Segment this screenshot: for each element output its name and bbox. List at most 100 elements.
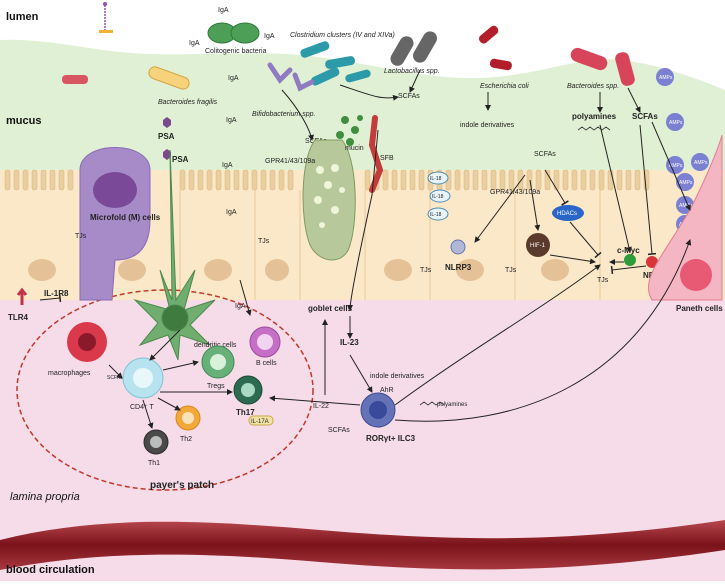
colitogenic-bacteria-icon [207,22,260,44]
iga-label-7: IgA [226,117,237,124]
amps-label-5: AMPs [679,180,693,186]
tlr4-icon [16,287,28,305]
amps-cluster [656,68,709,233]
il23-label: IL-23 [340,338,359,347]
ahr-label: AhR [380,387,394,394]
iga-label-4: IgA [228,75,239,82]
sfb-label: SFB [380,155,394,162]
psa-hex-2 [163,149,171,160]
microvilli [4,169,650,191]
indole-derivatives-lower-label: indole derivatives [370,373,425,380]
amps-label-1: AMPs [659,75,673,81]
goblet-label: goblet cells [308,304,353,313]
iga-label-6: IgA [226,209,237,216]
colitogenic-label: Colitogenic bacteria [205,48,267,55]
il18-label-1: IL-18 [430,176,442,182]
paneth-nucleus [680,259,712,291]
il18-cluster [427,171,451,221]
tjs-label-2: TJs [258,238,270,245]
cd4-nucleus [133,368,153,388]
clostridium-icon [300,41,371,86]
bacteroides-fragilis-icon [148,66,190,90]
macrophages-label: macrophages [48,370,91,377]
nlrp3-label: NLRP3 [445,263,472,272]
th1-nucleus [150,436,162,448]
bifidobacterium-label: Bifidobacterium spp. [252,111,315,118]
bcell-nucleus [257,334,273,350]
hdacs-label: HDACs [557,211,577,217]
escherichia-label: Escherichia coli [480,83,529,90]
mucus-layer [0,39,725,175]
dendritic-label: dendritic cells [194,342,237,349]
lps-icon [99,2,113,33]
lamina-propria-label: lamina propria [10,491,80,503]
ilc3-nucleus [369,401,387,419]
red-bacterium-icon [62,75,88,84]
iga-label-8: IgA [235,303,246,310]
cmyc-node [624,254,636,266]
amps-label-2: AMPs [669,120,683,126]
iga-label-5: IgA [222,162,233,169]
gpr-label-2: GPR41/43/109a [490,189,540,196]
goblet-vesicles [314,164,345,228]
polyamines-top-label: polyamines [572,112,617,121]
il17a-label: IL-17A [251,419,269,425]
cell-nuclei [28,259,569,281]
sfb-icon [368,115,384,193]
mucin-label: mucin [345,145,364,152]
th17-label: Th17 [236,408,255,417]
gpr-label-1: GPR41/43/109a [265,158,315,165]
bcells-label: B cells [256,360,277,367]
bacteroides-spp-icon [570,47,635,86]
lumen-label: lumen [6,11,39,23]
il1r8-label: IL-1R8 [44,289,69,298]
tregs-nucleus [210,354,226,370]
iga-label-2: IgA [189,40,200,47]
indole-derivatives-top-label: indole derivatives [460,122,515,129]
th17-nucleus [241,383,255,397]
scfas-top-label: SCFAs [398,93,420,100]
hif1-node [526,233,550,257]
payers-patch-boundary [16,289,314,491]
macrophage-cell [67,322,107,362]
scfas-epi-label: SCFAs [534,151,556,158]
bifidobacterium-icon [267,62,315,92]
tjs-label-4: TJs [505,267,517,274]
mucus-label: mucus [6,115,41,127]
tjs-label-5: TJs [597,277,609,284]
tregs-label: Tregs [207,383,225,390]
il18-label-3: IL-18 [430,212,442,218]
th1-label: Th1 [148,460,160,467]
il18-label-2: IL-18 [432,194,444,200]
nfkb-node [646,256,658,268]
psa-label-1: PSA [158,132,175,141]
escherichia-icon [478,25,512,71]
blood-vessel [0,520,725,570]
ilc3-label: RORγt+ ILC3 [366,434,416,443]
polyamines-chain [419,401,445,406]
iga-label-1: IgA [218,7,229,14]
polyamines-top-chain [577,126,611,131]
scfas-ilc3-label: SCFAs [328,427,350,434]
hdacs-node [552,205,584,221]
enterocytes [104,190,601,300]
mucin-dots [336,115,363,146]
scfas-bacteroides-label: SCFAs [632,112,658,121]
nlrp3-icon [450,239,466,255]
tlr4-label: TLR4 [8,313,29,322]
microfold-label: Microfold (M) cells [90,213,161,222]
payers-patch-label: payer's patch [150,480,214,491]
cd4-label: CD4⁺ T [130,404,155,411]
lactobacillus-icon [390,31,437,66]
il17a-badge [248,415,274,426]
tjs-label-1: TJs [75,233,87,240]
tjs-label-3: TJs [420,267,432,274]
psa-label-2: PSA [172,155,189,164]
psa-hex-1 [163,117,171,128]
polyamines-lower-label: polyamines [437,402,467,408]
paneth-label: Paneth cells [676,304,723,313]
iga-label-3: IgA [264,33,275,40]
hif1-label: HIF-1 [530,243,546,249]
